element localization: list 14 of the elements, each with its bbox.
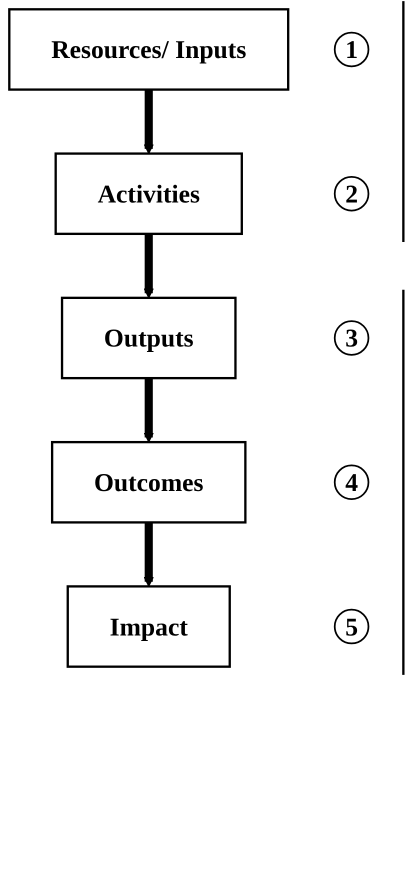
node-box: Resources/ Inputs bbox=[8, 8, 290, 91]
node-box: Outputs bbox=[60, 296, 237, 380]
node-box: Activities bbox=[54, 152, 243, 236]
node-box: Outcomes bbox=[50, 440, 247, 524]
node-circle: 5 bbox=[334, 608, 370, 644]
node-circle: 4 bbox=[334, 464, 370, 500]
arrow bbox=[144, 90, 154, 154]
node-circle: 3 bbox=[334, 320, 370, 356]
arrow bbox=[144, 522, 154, 587]
arrow bbox=[144, 378, 154, 443]
node-circle: 2 bbox=[334, 176, 370, 212]
node-box: Impact bbox=[66, 585, 231, 668]
arrow bbox=[144, 234, 154, 298]
node-circle: 1 bbox=[334, 32, 370, 68]
